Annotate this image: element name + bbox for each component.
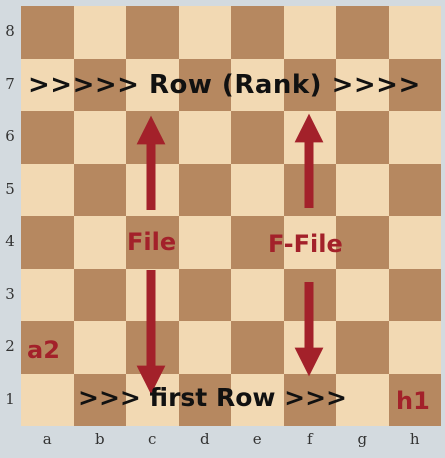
square-e3 bbox=[231, 268, 284, 321]
rank-label-5: 5 bbox=[5, 179, 15, 198]
file-label-h: h bbox=[409, 430, 420, 448]
a2-square-label: a2 bbox=[27, 336, 60, 364]
square-g8 bbox=[336, 6, 389, 59]
file-label-c: c bbox=[148, 430, 157, 448]
square-a4 bbox=[21, 216, 74, 269]
square-f8 bbox=[283, 6, 336, 59]
square-g7 bbox=[336, 58, 389, 111]
file-label-f: f bbox=[306, 430, 313, 448]
square-f1 bbox=[283, 373, 336, 426]
file-label-e: e bbox=[252, 430, 262, 448]
square-a3 bbox=[21, 268, 74, 321]
square-a7 bbox=[21, 58, 74, 111]
square-h7 bbox=[388, 58, 441, 111]
square-h1 bbox=[388, 373, 441, 426]
square-d5 bbox=[178, 163, 231, 216]
square-g5 bbox=[336, 163, 389, 216]
rank-label-7: 7 bbox=[5, 74, 15, 93]
square-b1 bbox=[73, 373, 126, 426]
square-g2 bbox=[336, 321, 389, 374]
square-b8 bbox=[73, 6, 126, 59]
square-d3 bbox=[178, 268, 231, 321]
square-g4 bbox=[336, 216, 389, 269]
square-d4 bbox=[178, 216, 231, 269]
square-b5 bbox=[73, 163, 126, 216]
square-h5 bbox=[388, 163, 441, 216]
rank-label-1: 1 bbox=[5, 389, 15, 408]
square-e4 bbox=[231, 216, 284, 269]
square-e6 bbox=[231, 111, 284, 164]
rank-label-2: 2 bbox=[5, 337, 15, 355]
f-file-annotation: F-File bbox=[268, 230, 343, 258]
square-d2 bbox=[178, 321, 231, 374]
square-d1 bbox=[178, 373, 231, 426]
square-c7 bbox=[126, 58, 179, 111]
square-f7 bbox=[283, 58, 336, 111]
square-e1 bbox=[231, 373, 284, 426]
square-b6 bbox=[73, 111, 126, 164]
square-g6 bbox=[336, 111, 389, 164]
rank-label-4: 4 bbox=[5, 232, 15, 250]
square-e2 bbox=[231, 321, 284, 374]
square-a2 bbox=[21, 321, 74, 374]
square-b4 bbox=[73, 216, 126, 269]
square-a8 bbox=[21, 6, 74, 59]
square-d8 bbox=[178, 6, 231, 59]
square-h2 bbox=[388, 321, 441, 374]
chessboard bbox=[21, 6, 441, 426]
square-g1 bbox=[336, 373, 389, 426]
file-label-b: b bbox=[94, 430, 105, 448]
file-label-a: a bbox=[42, 430, 52, 448]
square-d6 bbox=[178, 111, 231, 164]
square-f4 bbox=[283, 216, 336, 269]
file-label-d: d bbox=[199, 430, 210, 448]
h1-square-label: h1 bbox=[396, 387, 430, 415]
square-a1 bbox=[21, 373, 74, 426]
rank-label-6: 6 bbox=[5, 127, 15, 145]
square-b2 bbox=[73, 321, 126, 374]
file-label-g: g bbox=[357, 430, 368, 448]
square-e5 bbox=[231, 163, 284, 216]
file-annotation: File bbox=[127, 228, 177, 256]
square-b7 bbox=[73, 58, 126, 111]
rank-row-annotation: >>>>> Row (Rank) >>>> bbox=[28, 70, 421, 100]
square-e8 bbox=[231, 6, 284, 59]
square-a5 bbox=[21, 163, 74, 216]
square-h3 bbox=[388, 268, 441, 321]
square-h8 bbox=[388, 6, 441, 59]
square-e7 bbox=[231, 58, 284, 111]
square-c4 bbox=[126, 216, 179, 269]
rank-label-3: 3 bbox=[5, 284, 15, 303]
square-g3 bbox=[336, 268, 389, 321]
square-c8 bbox=[126, 6, 179, 59]
square-d7 bbox=[178, 58, 231, 111]
square-h6 bbox=[388, 111, 441, 164]
rank-label-8: 8 bbox=[5, 22, 15, 40]
square-a6 bbox=[21, 111, 74, 164]
square-h4 bbox=[388, 216, 441, 269]
first-row-annotation: >>> first Row >>> bbox=[78, 383, 348, 412]
square-b3 bbox=[73, 268, 126, 321]
